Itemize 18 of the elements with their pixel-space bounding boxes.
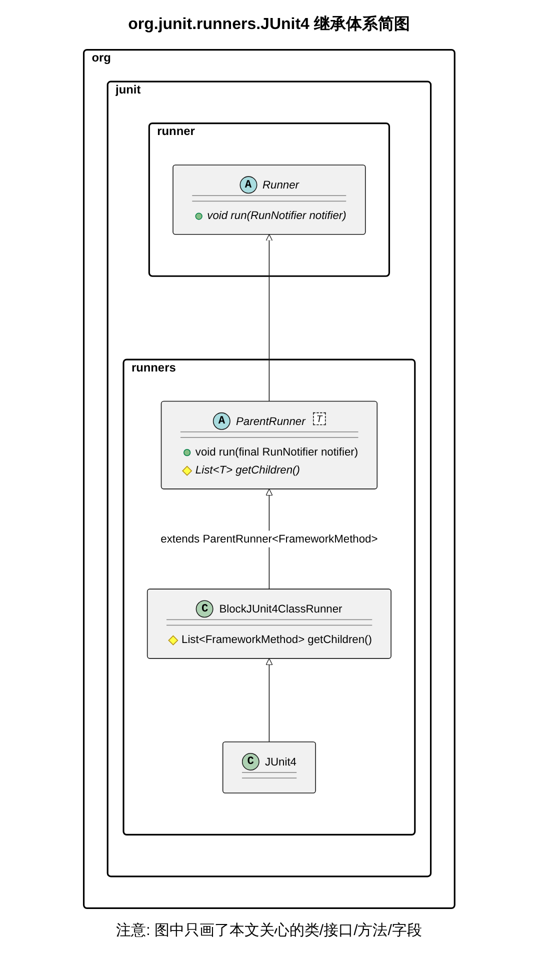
method-signature: List<T> getChildren() (195, 464, 300, 476)
class-name: ParentRunner (236, 414, 306, 428)
node-box (160, 400, 378, 490)
arrow (266, 234, 272, 402)
arrow (266, 658, 272, 742)
method-signature: void run(final RunNotifier notifier) (195, 445, 358, 458)
method-signature: List<FrameworkMethod> getChildren() (181, 633, 372, 646)
type-parameter: T (313, 412, 326, 426)
node-box (146, 588, 392, 659)
node-box (222, 741, 316, 794)
diagram-title: org.junit.runners.JUnit4 继承体系简图 (127, 14, 411, 35)
class-name: BlockJUnit4ClassRunner (219, 602, 342, 616)
method-signature: void run(RunNotifier notifier) (206, 208, 346, 222)
class-name: Runner (262, 178, 299, 192)
caption: 注意: 图中只画了本文关心的类/接口/方法/字段 (115, 921, 423, 941)
node-box (172, 164, 366, 235)
class-name: JUnit4 (264, 755, 296, 768)
edge-label: extends ParentRunner<FrameworkMethod> (160, 532, 378, 545)
